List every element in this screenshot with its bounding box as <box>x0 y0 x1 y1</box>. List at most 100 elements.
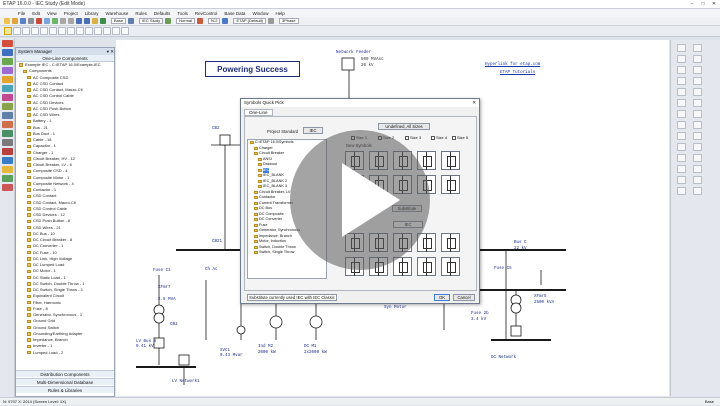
tab-one-line[interactable]: One-Line <box>244 109 273 116</box>
size-5-checkbox[interactable]: Size 5 <box>452 135 468 140</box>
ct-icon[interactable] <box>693 44 702 52</box>
ups-icon[interactable] <box>693 121 702 129</box>
size-4-checkbox[interactable]: Size 4 <box>431 135 447 140</box>
etap-tutorials-link[interactable]: ETAP Tutorials <box>500 71 536 75</box>
tree-item[interactable]: Circuit Breaker, LV - 6 <box>16 162 114 168</box>
relay-icon[interactable] <box>677 187 686 195</box>
meter-icon[interactable] <box>693 66 702 74</box>
fuse-icon[interactable] <box>677 154 686 162</box>
menu-project[interactable]: Project <box>63 10 78 16</box>
tree-item[interactable]: Contactor - 1 <box>16 187 114 193</box>
settings-icon[interactable] <box>2 139 13 146</box>
tree-item[interactable]: DC Switch, Double Throw - 1 <box>16 281 114 287</box>
library-icon[interactable] <box>222 18 229 24</box>
symbol-tree-item[interactable]: C:\ETAP 16.0\Symbols <box>248 140 326 146</box>
menu-warehouse[interactable]: Warehouse <box>105 10 129 16</box>
inverter-icon[interactable] <box>693 99 702 107</box>
flag-icon[interactable] <box>2 148 13 155</box>
home-icon[interactable] <box>2 40 13 47</box>
symbol-tree-item[interactable]: DC Composite <box>248 212 326 218</box>
symbol-tree-item[interactable]: IEC_BLANK 3 <box>248 184 326 190</box>
motor-acceleration-icon[interactable] <box>31 27 39 35</box>
symbol-tree-item[interactable]: Switch, Single Throw <box>248 250 326 256</box>
menu-tools[interactable]: Tools <box>177 10 188 16</box>
phase-icon[interactable] <box>268 18 275 24</box>
tree-item[interactable]: Inverter - 1 <box>16 343 114 349</box>
load-icon[interactable] <box>677 121 686 129</box>
capacitor-icon[interactable] <box>677 132 686 140</box>
menu-help[interactable]: Help <box>275 10 285 16</box>
switch-icon[interactable] <box>677 176 686 184</box>
symbol-tree-item[interactable]: DC Converter <box>248 217 326 223</box>
configuration-dropdown[interactable]: Normal <box>176 18 196 24</box>
symbol-tree-item[interactable]: Circuit Breaker, LV <box>248 190 326 196</box>
symbol-tile[interactable] <box>393 257 412 276</box>
tree-item[interactable]: Ground Switch <box>16 325 114 331</box>
reliability-icon[interactable] <box>103 27 111 35</box>
impedance-icon[interactable] <box>677 88 686 96</box>
tree-item[interactable]: Charger - 1 <box>16 150 114 156</box>
maximize-button[interactable]: □ <box>701 1 705 7</box>
tree-item[interactable]: Battery - 1 <box>16 118 114 124</box>
undo-icon[interactable] <box>60 18 66 24</box>
ammeter-icon[interactable] <box>693 77 702 85</box>
dc-short-circuit-icon[interactable] <box>76 27 84 35</box>
battery-icon[interactable] <box>693 165 702 173</box>
redo-icon[interactable] <box>68 18 74 24</box>
phase-dropdown[interactable]: 3Phase <box>279 18 299 24</box>
wind-icon[interactable] <box>693 154 702 162</box>
symbol-tree-item[interactable]: IEC_BLANK <box>248 173 326 179</box>
symbol-tree-item[interactable]: IEC <box>248 167 326 173</box>
tree-item[interactable]: DC Static Load - 1 <box>16 275 114 281</box>
symbol-tile[interactable] <box>441 257 460 276</box>
menu-view[interactable]: View <box>47 10 57 16</box>
generator-icon[interactable] <box>677 99 686 107</box>
etap-hyperlink[interactable]: Hyperlink for etap.com <box>485 63 541 67</box>
contingency-dropdown[interactable]: N-2 <box>208 18 221 24</box>
menu-file[interactable]: File <box>18 10 26 16</box>
symbol-tile[interactable] <box>441 233 460 252</box>
multi-dimensional-database-tab[interactable]: Multi-Dimensional Database <box>16 378 114 385</box>
pv-icon[interactable] <box>693 143 702 151</box>
battery-discharge-icon[interactable] <box>85 27 93 35</box>
undefined-all-sizes-button[interactable]: Undefined, All Sizes <box>378 123 430 130</box>
tree-item[interactable]: CSD Control Cable <box>16 206 114 212</box>
alert-icon[interactable] <box>2 184 13 191</box>
menu-edit[interactable]: Edit <box>32 10 41 16</box>
tree-item[interactable]: CSD Contact, Macro-Ctl <box>16 200 114 206</box>
tree-item[interactable]: DC Lumped Load <box>16 262 114 268</box>
tree-item[interactable]: DC Fuse - 10 <box>16 250 114 256</box>
symbol-tile[interactable] <box>441 151 460 170</box>
symbol-tree-item[interactable]: Fuse <box>248 223 326 229</box>
cable-tool-icon[interactable] <box>677 66 686 74</box>
tree-item[interactable]: CSD Devices - 12 <box>16 212 114 218</box>
tree-item[interactable]: CSD Contact <box>16 193 114 199</box>
open-folder-icon[interactable] <box>12 18 18 24</box>
bus-icon[interactable] <box>677 44 686 52</box>
ground-grid-icon[interactable] <box>2 58 13 65</box>
tree-item[interactable]: DC Circuit Breaker - 8 <box>16 237 114 243</box>
save-icon[interactable] <box>20 18 26 24</box>
tree-item[interactable]: Equivalent Circuit <box>16 293 114 299</box>
tree-item[interactable]: DC Bus - 10 <box>16 231 114 237</box>
library-icon[interactable] <box>2 130 13 137</box>
tree-item[interactable]: CSD Push Button - 8 <box>16 218 114 224</box>
cable-icon[interactable] <box>2 67 13 74</box>
tree-item[interactable]: CSD Wires - 21 <box>16 225 114 231</box>
tree-item[interactable]: AC CSD Contact <box>16 81 114 87</box>
presentation-dropdown[interactable]: Base <box>111 18 127 24</box>
tree-item[interactable]: DC Switch, Single Throw - 1 <box>16 287 114 293</box>
tree-item[interactable]: AC CSD Devices <box>16 100 114 106</box>
pt-icon[interactable] <box>693 55 702 63</box>
symbol-tree-item[interactable]: Switch, Double Throw <box>248 245 326 251</box>
tree-item[interactable]: AC Composite CSD <box>16 75 114 81</box>
tree-item[interactable]: Composite CSD - 4 <box>16 168 114 174</box>
vfd-icon[interactable] <box>693 132 702 140</box>
tree-item[interactable]: Filter, Harmonic <box>16 300 114 306</box>
symbol-tree-item[interactable]: Motor, Induction <box>248 239 326 245</box>
ok-button[interactable]: OK <box>434 294 450 301</box>
report-icon[interactable] <box>2 157 13 164</box>
star-icon[interactable] <box>2 85 13 92</box>
cut-icon[interactable] <box>36 18 42 24</box>
edit-mode-icon[interactable] <box>4 27 12 35</box>
